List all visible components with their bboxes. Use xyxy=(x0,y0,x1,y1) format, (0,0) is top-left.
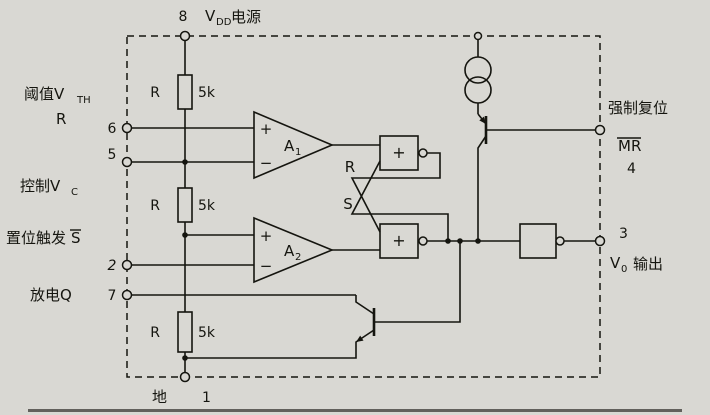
comparator-a2: + − A 2 xyxy=(253,216,380,284)
pin-3-output xyxy=(594,235,606,247)
a1-plus-input: + xyxy=(260,120,273,138)
reset-label: 强制复位 xyxy=(608,99,668,117)
latch-gate-s-bubble xyxy=(418,236,428,246)
r3-value: 5k xyxy=(198,325,216,341)
discharge-collector xyxy=(355,295,375,315)
scan-artifact-line xyxy=(28,409,682,412)
trigger-s-mark: S xyxy=(71,229,81,247)
r3-name: R xyxy=(150,325,160,341)
pin2-number: 2 xyxy=(108,258,117,274)
resistor-r3 xyxy=(177,311,193,353)
pin-8-vdd xyxy=(179,30,191,42)
resistor-r2 xyxy=(177,187,193,223)
feedback-top-to-bottom xyxy=(350,152,441,233)
current-source xyxy=(464,36,492,114)
r1-value: 5k xyxy=(198,85,216,101)
output-buffer-bubble xyxy=(555,236,565,246)
trigger-label: 置位触发 xyxy=(6,229,66,247)
output-label-v: V xyxy=(610,254,621,272)
pin3-number: 3 xyxy=(619,226,628,242)
a1-label: A xyxy=(284,137,295,155)
latch-gate-r-bubble xyxy=(418,148,428,158)
pin-4-reset xyxy=(594,124,606,136)
r2-value: 5k xyxy=(198,198,216,214)
pin-1-ground xyxy=(179,371,191,383)
r1-name: R xyxy=(150,85,160,101)
vdd-label-text: 电源 xyxy=(231,8,261,26)
voltage-divider xyxy=(177,36,193,377)
reset-transistor xyxy=(477,113,600,241)
output-label-sub: 0 xyxy=(621,264,627,275)
a2-label: A xyxy=(284,242,295,260)
a1-minus-input: − xyxy=(260,154,273,172)
output-buffer xyxy=(519,223,600,259)
threshold-label: 阈值V xyxy=(24,85,65,103)
input-wires xyxy=(127,127,356,296)
control-label-sub: C xyxy=(71,187,78,198)
pin8-number: 8 xyxy=(179,9,188,25)
a2-plus-input: + xyxy=(260,227,273,245)
pin-5-control xyxy=(121,156,133,168)
latch-output-wire xyxy=(427,238,520,244)
threshold-label-sub: TH xyxy=(76,95,91,106)
latch-gate-r xyxy=(379,135,419,171)
comparator-a1: + − A 1 xyxy=(253,110,380,180)
latch-gate-s xyxy=(379,223,419,259)
pin-7-discharge xyxy=(121,289,133,301)
vdd-label-sub: DD xyxy=(216,17,232,28)
pin1-number: 1 xyxy=(202,390,211,406)
vdd-rail-tap xyxy=(473,31,483,41)
latch-gate-r-symbol: + xyxy=(392,143,405,162)
latch-s-input-label: S xyxy=(343,195,353,213)
discharge-label: 放电Q xyxy=(30,286,72,304)
r2-name: R xyxy=(150,198,160,214)
threshold-r-mark: R xyxy=(56,110,66,128)
pin-6-threshold xyxy=(121,122,133,134)
a2-minus-input: − xyxy=(260,257,273,275)
pin5-number: 5 xyxy=(108,147,117,163)
pin4-number: 4 xyxy=(627,161,636,177)
pin7-number: 7 xyxy=(108,288,117,304)
vdd-label-v: V xyxy=(205,7,216,25)
reset-transistor-collector xyxy=(477,135,487,241)
discharge-emitter-arrow xyxy=(356,335,364,342)
ic-package-boundary xyxy=(126,35,601,378)
discharge-base-wire xyxy=(374,241,461,323)
control-label: 控制V xyxy=(20,177,61,195)
a1-label-sub: 1 xyxy=(295,147,301,158)
ground-label: 地 xyxy=(152,388,167,406)
reset-transistor-arrow xyxy=(479,116,486,124)
pin6-number: 6 xyxy=(108,121,117,137)
pins xyxy=(121,30,606,383)
discharge-emitter xyxy=(185,329,375,359)
feedback-bottom-to-top xyxy=(350,160,449,241)
resistor-r1 xyxy=(177,74,193,110)
latch-r-input-label: R xyxy=(345,158,355,176)
rs-latch: + + R S xyxy=(343,135,451,259)
output-label-text: 输出 xyxy=(633,255,663,273)
a2-label-sub: 2 xyxy=(295,252,301,263)
latch-gate-s-symbol: + xyxy=(392,231,405,250)
discharge-transistor xyxy=(185,241,461,359)
reset-mr-mark: MR xyxy=(618,137,641,155)
pin-2-trigger xyxy=(121,259,133,271)
